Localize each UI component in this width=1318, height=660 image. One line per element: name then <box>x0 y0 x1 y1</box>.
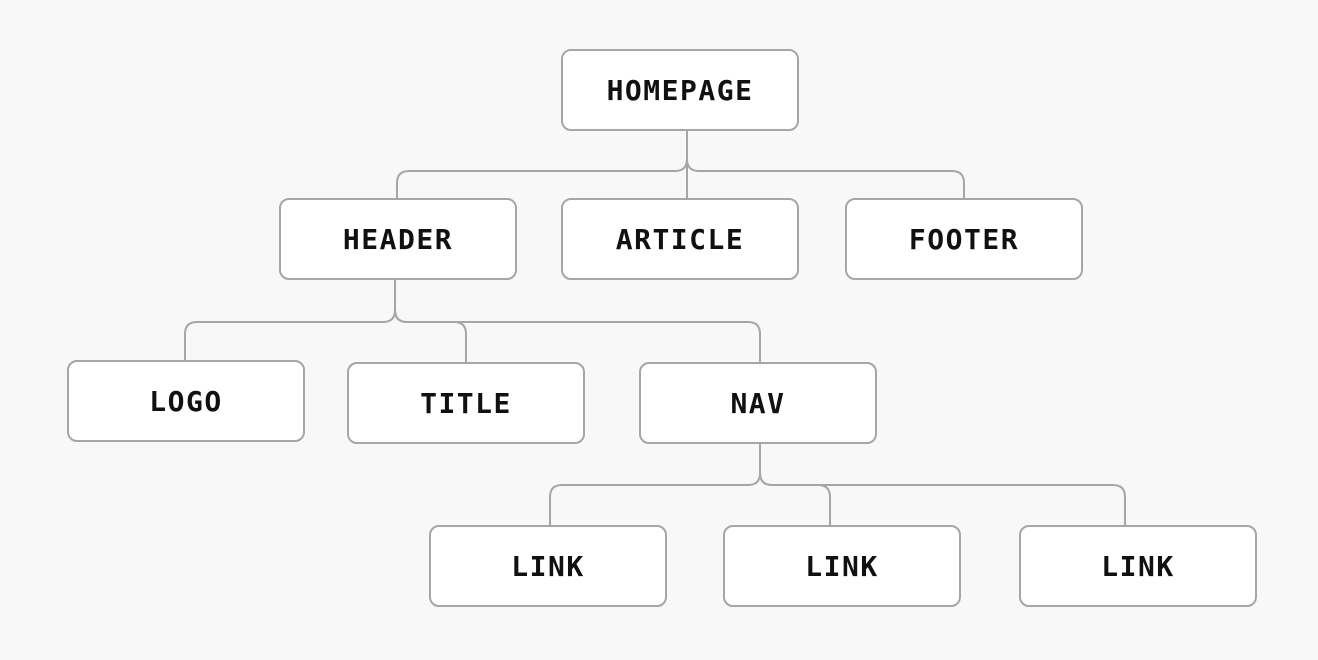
edge-homepage-footer <box>686 131 965 198</box>
edge-header-nav <box>394 280 761 362</box>
node-link-2: LINK <box>723 525 961 607</box>
node-label: TITLE <box>420 386 512 420</box>
node-link-1: LINK <box>429 525 667 607</box>
node-label: HOMEPAGE <box>606 73 754 107</box>
node-title: TITLE <box>347 362 585 444</box>
node-homepage: HOMEPAGE <box>561 49 799 131</box>
node-header: HEADER <box>279 198 517 280</box>
node-footer: FOOTER <box>845 198 1083 280</box>
node-label: ARTICLE <box>615 222 745 256</box>
node-link-3: LINK <box>1019 525 1257 607</box>
node-label: HEADER <box>342 222 454 256</box>
edge-header-logo <box>184 280 396 360</box>
node-label: LINK <box>805 549 879 583</box>
node-article: ARTICLE <box>561 198 799 280</box>
edge-nav-link1 <box>549 443 761 525</box>
node-label: LINK <box>511 549 585 583</box>
node-logo: LOGO <box>67 360 305 442</box>
edge-homepage-header <box>396 131 688 198</box>
node-label: LINK <box>1101 549 1175 583</box>
node-label: LOGO <box>149 384 223 418</box>
node-nav: NAV <box>639 362 877 444</box>
edge-nav-link3 <box>759 443 1126 525</box>
node-label: FOOTER <box>908 222 1020 256</box>
node-label: NAV <box>730 386 786 420</box>
